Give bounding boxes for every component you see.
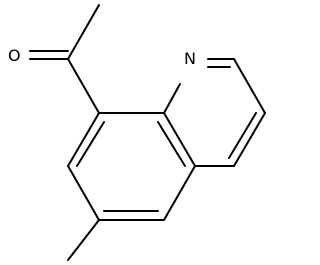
bond-c4a-c8a xyxy=(163,112,196,167)
bond-c8a-n1 xyxy=(163,83,181,114)
bond-c6-methyl xyxy=(67,219,100,261)
nitrogen-atom-label: N xyxy=(184,49,196,68)
bond-c3-c4-inner xyxy=(228,112,257,159)
bond-c5-c4a xyxy=(163,165,196,221)
bond-c4a-c8a-inner xyxy=(157,121,186,167)
oxygen-atom-label: O xyxy=(8,46,21,65)
bond-c3-c4 xyxy=(233,112,266,167)
structure-canvas: O N xyxy=(8,4,266,261)
bond-carbonyl-c8 xyxy=(67,58,100,114)
bond-c8-c7 xyxy=(67,112,100,167)
bond-c8-c7-inner xyxy=(76,121,105,167)
bond-c2-c3 xyxy=(233,58,266,114)
molecule-diagram: O N xyxy=(8,4,266,261)
bond-c7-c6 xyxy=(67,165,100,221)
bond-methyl-carbonyl xyxy=(67,4,100,60)
